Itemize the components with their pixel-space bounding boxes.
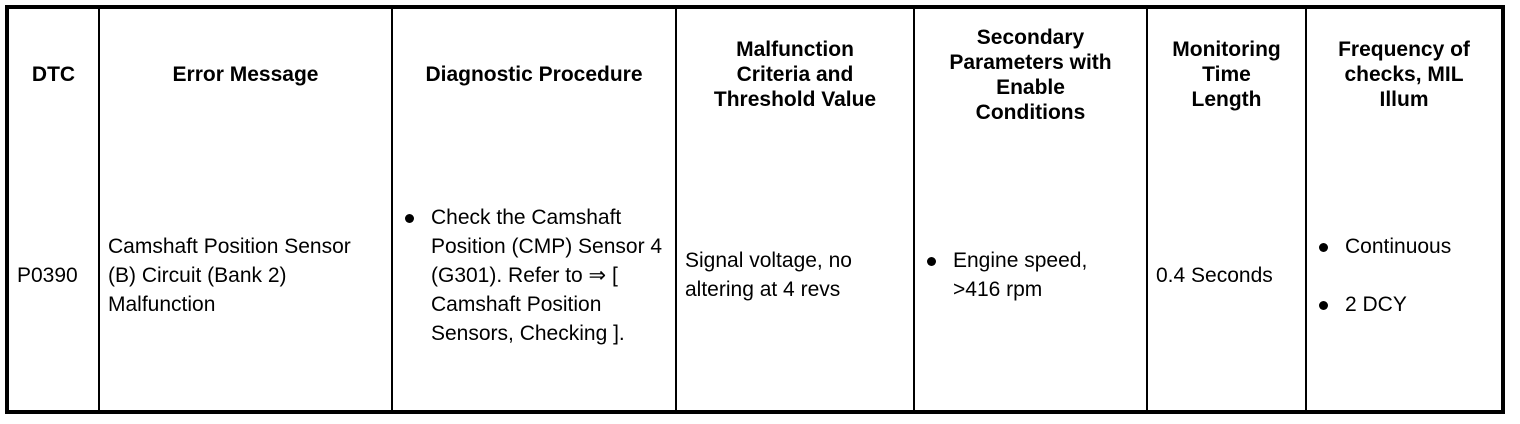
monitoring-time-length-value: 0.4 Seconds <box>1156 263 1273 287</box>
column-header-monitoring-time-length-line-2: Time <box>1202 63 1251 86</box>
column-header-monitoring-time-length-line-1: Monitoring <box>1172 38 1281 61</box>
column-header-malfunction-criteria-line-1: Malfunction <box>736 38 854 61</box>
frequency-of-checks-bullet-text-2: 2 DCY <box>1345 292 1407 316</box>
column-header-secondary-parameters-line-2: Parameters with <box>949 50 1112 74</box>
column-header-dtc-line-1: DTC <box>31 63 76 86</box>
column-header-error-message: Error Message <box>99 9 393 140</box>
cell-monitoring-time-length: 0.4 Seconds <box>1147 140 1307 410</box>
column-header-secondary-parameters-line-3: Enable <box>996 75 1065 99</box>
table-body: P0390 Camshaft Position Sensor (B) Circu… <box>9 140 1501 410</box>
frequency-of-checks-bullet-text-1: Continuous <box>1345 234 1452 258</box>
table-header: DTC Error Message Diagnostic Procedure M… <box>9 9 1501 140</box>
dtc-code-value: P0390 <box>17 263 78 287</box>
error-message-value: Camshaft Position Sensor (B) Circuit (Ba… <box>108 234 351 316</box>
column-header-malfunction-criteria: Malfunction Criteria and Threshold Value <box>676 9 915 140</box>
list-item: Continuous <box>1315 232 1493 261</box>
cell-diagnostic-procedure: Check the Camshaft Position (CMP) Sensor… <box>392 140 677 410</box>
dtc-diagnostic-table-container: DTC Error Message Diagnostic Procedure M… <box>5 5 1505 414</box>
column-header-diagnostic-procedure-line-1: Diagnostic Procedure <box>425 63 643 86</box>
column-header-frequency-of-checks-line-3: Illum <box>1379 88 1429 111</box>
diagnostic-procedure-bullet-list: Check the Camshaft Position (CMP) Sensor… <box>401 203 667 348</box>
cell-dtc-code: P0390 <box>9 140 100 410</box>
list-item: 2 DCY <box>1315 290 1493 319</box>
column-header-malfunction-criteria-line-2: Criteria and <box>736 63 854 86</box>
bullet-dot-icon <box>1319 300 1328 310</box>
cell-secondary-parameters: Engine speed, >416 rpm <box>914 140 1148 410</box>
column-header-diagnostic-procedure: Diagnostic Procedure <box>392 9 677 140</box>
bullet-dot-icon <box>927 257 936 266</box>
frequency-of-checks-bullet-list: Continuous 2 DCY <box>1315 232 1493 319</box>
column-header-secondary-parameters-line-1: Secondary <box>976 25 1085 49</box>
column-header-frequency-of-checks: Frequency of checks, MIL Illum <box>1306 9 1501 140</box>
bullet-dot-icon <box>1319 242 1328 252</box>
column-header-secondary-parameters: Secondary Parameters with Enable Conditi… <box>914 9 1148 140</box>
column-header-dtc: DTC <box>9 9 100 140</box>
column-header-monitoring-time-length-line-3: Length <box>1191 88 1262 111</box>
column-header-error-message-line-1: Error Message <box>172 63 319 86</box>
column-header-malfunction-criteria-line-3: Threshold Value <box>713 88 877 111</box>
column-header-frequency-of-checks-line-1: Frequency of <box>1338 38 1470 61</box>
list-item: Check the Camshaft Position (CMP) Sensor… <box>401 203 667 348</box>
column-header-secondary-parameters-line-4: Conditions <box>975 100 1086 124</box>
secondary-parameters-bullet-list: Engine speed, >416 rpm <box>923 246 1138 304</box>
column-header-frequency-of-checks-line-2: checks, MIL <box>1344 63 1464 86</box>
malfunction-criteria-value: Signal voltage, no altering at 4 revs <box>685 249 852 301</box>
cell-malfunction-criteria: Signal voltage, no altering at 4 revs <box>676 140 915 410</box>
list-item: Engine speed, >416 rpm <box>923 246 1138 304</box>
cell-error-message: Camshaft Position Sensor (B) Circuit (Ba… <box>99 140 393 410</box>
cell-frequency-of-checks: Continuous 2 DCY <box>1306 140 1501 410</box>
dtc-diagnostic-table: DTC Error Message Diagnostic Procedure M… <box>9 9 1501 410</box>
table-row: P0390 Camshaft Position Sensor (B) Circu… <box>9 140 1501 410</box>
diagnostic-procedure-bullet-text: Check the Camshaft Position (CMP) Sensor… <box>431 205 663 345</box>
bullet-dot-icon <box>405 213 414 223</box>
secondary-parameters-bullet-text: Engine speed, >416 rpm <box>953 249 1088 301</box>
column-header-monitoring-time-length: Monitoring Time Length <box>1147 9 1307 140</box>
table-header-row: DTC Error Message Diagnostic Procedure M… <box>9 9 1501 140</box>
